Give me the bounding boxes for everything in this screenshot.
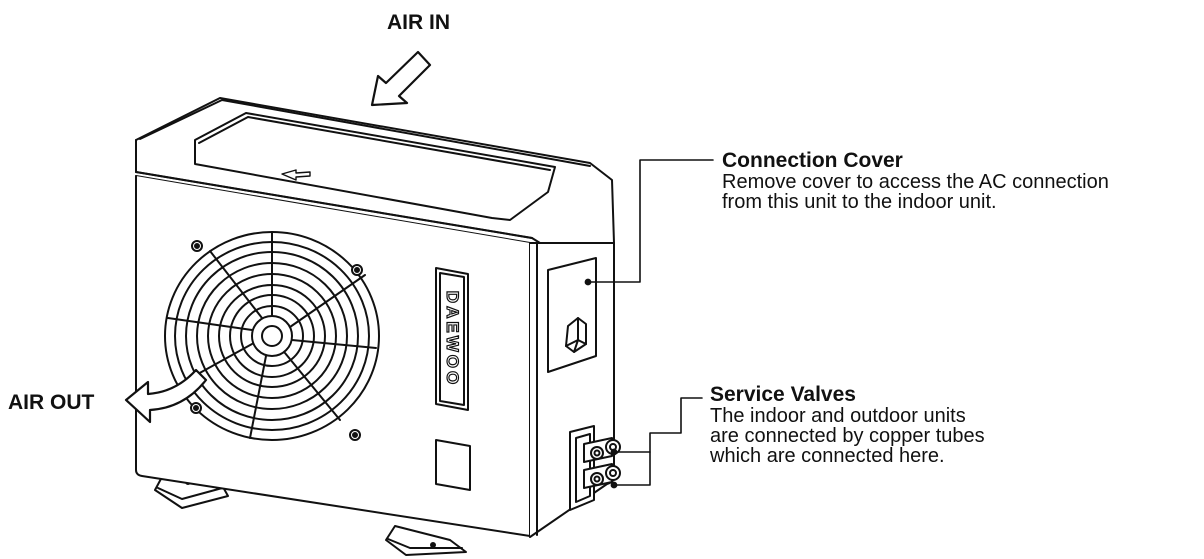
- connection-cover-desc-line: from this unit to the indoor unit.: [722, 191, 997, 213]
- connection-cover-desc-line: Remove cover to access the AC connection: [722, 171, 1109, 193]
- air-out-label: AIR OUT: [8, 391, 95, 414]
- connection-cover-callout: Connection Cover Remove cover to access …: [722, 149, 1109, 213]
- service-valves-desc-line: are connected by copper tubes: [710, 425, 985, 447]
- air-in-arrow: [370, 50, 432, 107]
- service-valves-desc-line: which are connected here.: [710, 445, 945, 467]
- service-valves: [569, 425, 621, 511]
- service-valves-title: Service Valves: [710, 383, 856, 406]
- service-valves-callout: Service Valves The indoor and outdoor un…: [710, 383, 985, 467]
- connection-cover-title: Connection Cover: [722, 149, 903, 172]
- brand-badge: [435, 267, 471, 491]
- brand-logo: DAEWOO: [442, 290, 462, 388]
- fan-grille: [164, 231, 380, 441]
- connection-cover-panel: [547, 257, 597, 373]
- service-valves-desc-line: The indoor and outdoor units: [710, 405, 966, 427]
- air-out-arrow: [124, 368, 208, 424]
- air-in-label: AIR IN: [387, 11, 450, 34]
- leader-lines: [584, 159, 714, 489]
